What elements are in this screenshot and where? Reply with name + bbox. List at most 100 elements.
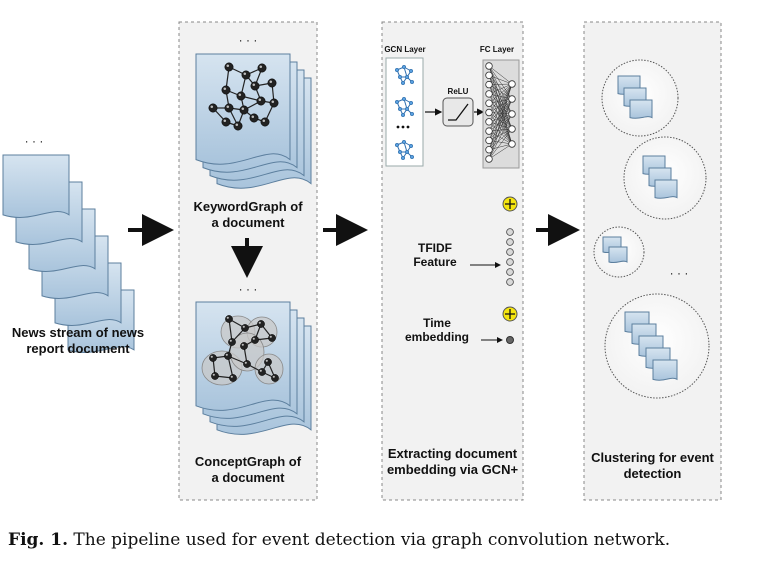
- gcn-graph-node: [394, 99, 400, 105]
- fc-connection: [488, 113, 513, 150]
- graph-node-highlight: [225, 353, 228, 356]
- cluster-document: [654, 179, 678, 199]
- relu-curve: [448, 103, 469, 121]
- fc-neuron: [508, 110, 516, 118]
- graph-node-highlight: [226, 105, 230, 109]
- gcn-graph-node: [409, 154, 415, 160]
- graph-node: [260, 117, 270, 127]
- tfidf-feature-nodes: [506, 228, 514, 286]
- fc-connection: [488, 98, 513, 122]
- tfidf-node: [506, 258, 514, 266]
- tfidf-feature-label: TFIDF Feature: [413, 241, 457, 270]
- graph-node: [228, 338, 236, 346]
- gcn-ellipsis-dot: [406, 125, 410, 129]
- news-document-stack: [2, 154, 135, 353]
- graph-node-highlight: [243, 72, 247, 76]
- graph-node-highlight: [244, 361, 247, 364]
- tfidf-node: [506, 228, 514, 236]
- fc-connection: [488, 128, 513, 160]
- gcn-ellipsis-dot: [401, 125, 405, 129]
- graph-node-highlight: [229, 339, 232, 342]
- graph-node: [251, 336, 259, 344]
- news-document: [2, 154, 70, 218]
- graph-node: [224, 62, 234, 72]
- graph-node-highlight: [258, 321, 261, 324]
- gcn-graph-node: [401, 64, 407, 70]
- fc-neuron: [508, 95, 516, 103]
- graph-node: [211, 372, 219, 380]
- fc-neuron: [485, 127, 493, 135]
- gcn-layer-label: GCN Layer: [384, 45, 426, 54]
- fc-connection: [488, 83, 513, 95]
- gcn-graph-node: [394, 142, 400, 148]
- graph-node-highlight: [259, 369, 262, 372]
- fc-neuron: [508, 80, 516, 88]
- graph-node: [258, 368, 266, 376]
- graph-node: [239, 105, 249, 115]
- graph-node-highlight: [223, 87, 227, 91]
- graph-node-highlight: [258, 98, 262, 102]
- graph-node-highlight: [272, 375, 275, 378]
- time-embedding-label: Time embedding: [404, 316, 469, 345]
- graph-node: [240, 342, 248, 350]
- fc-neuron: [485, 108, 493, 117]
- fc-neuron: [485, 99, 493, 107]
- tfidf-node: [506, 278, 514, 286]
- graph-node: [208, 103, 218, 113]
- keyword-graph-label: KeywordGraph of a document: [193, 199, 303, 230]
- fc-connection: [488, 83, 513, 122]
- graph-node-highlight: [271, 100, 275, 104]
- tfidf-node: [506, 238, 514, 246]
- cluster-document: [608, 246, 628, 264]
- fc-connection: [488, 93, 513, 115]
- relu-label: ReLU: [447, 87, 469, 96]
- gcn-graph-node: [397, 74, 403, 80]
- plus-sign-1: [505, 199, 515, 209]
- graph-node-highlight: [241, 343, 244, 346]
- gcn-graph-node: [397, 149, 403, 155]
- fc-connection: [488, 75, 513, 85]
- cluster-document: [629, 99, 653, 119]
- graph-node: [241, 70, 251, 80]
- graph-node-highlight: [252, 83, 256, 87]
- fc-connection: [488, 98, 513, 141]
- fc-connection: [488, 98, 513, 150]
- clustering-stage-label: Clustering for event detection: [591, 450, 714, 481]
- fc-connection: [488, 83, 513, 132]
- graph-node-highlight: [212, 373, 215, 376]
- news-stream-label: News stream of news report document: [11, 325, 145, 356]
- fc-connection: [488, 83, 513, 85]
- gcn-graph-node: [401, 139, 407, 145]
- concept-ellipsis: · · ·: [238, 282, 258, 296]
- fc-neuron: [485, 71, 493, 79]
- fc-neuron: [508, 140, 516, 148]
- graph-node: [221, 117, 231, 127]
- graph-node: [233, 121, 243, 131]
- fc-connection: [488, 113, 513, 160]
- graph-node: [236, 91, 246, 101]
- concept-graph-label: ConceptGraph of a document: [194, 454, 302, 485]
- fc-connection: [488, 102, 513, 115]
- fc-neuron: [485, 80, 493, 89]
- graph-node-highlight: [269, 335, 272, 338]
- graph-node: [250, 81, 260, 91]
- fc-connection: [488, 113, 513, 141]
- graph-node-highlight: [210, 105, 214, 109]
- fc-layer-label: FC Layer: [479, 45, 515, 54]
- fc-connection: [488, 93, 513, 100]
- gcn-graph-node: [400, 80, 406, 86]
- event-clusters: [593, 59, 710, 399]
- graph-node: [221, 85, 231, 95]
- figure-caption: Fig. 1. The pipeline used for event dete…: [8, 530, 670, 550]
- gcn-graph-node: [408, 143, 414, 149]
- gcn-graph-node: [394, 67, 400, 73]
- graph-node-highlight: [265, 359, 268, 362]
- graph-node-highlight: [242, 325, 245, 328]
- fc-connection: [488, 112, 513, 115]
- fc-connection: [488, 83, 513, 150]
- graph-node: [224, 352, 232, 360]
- cluster-ellipsis: · · ·: [669, 266, 689, 280]
- graph-node: [271, 374, 279, 382]
- graph-node: [268, 334, 276, 342]
- graph-node-highlight: [251, 115, 255, 119]
